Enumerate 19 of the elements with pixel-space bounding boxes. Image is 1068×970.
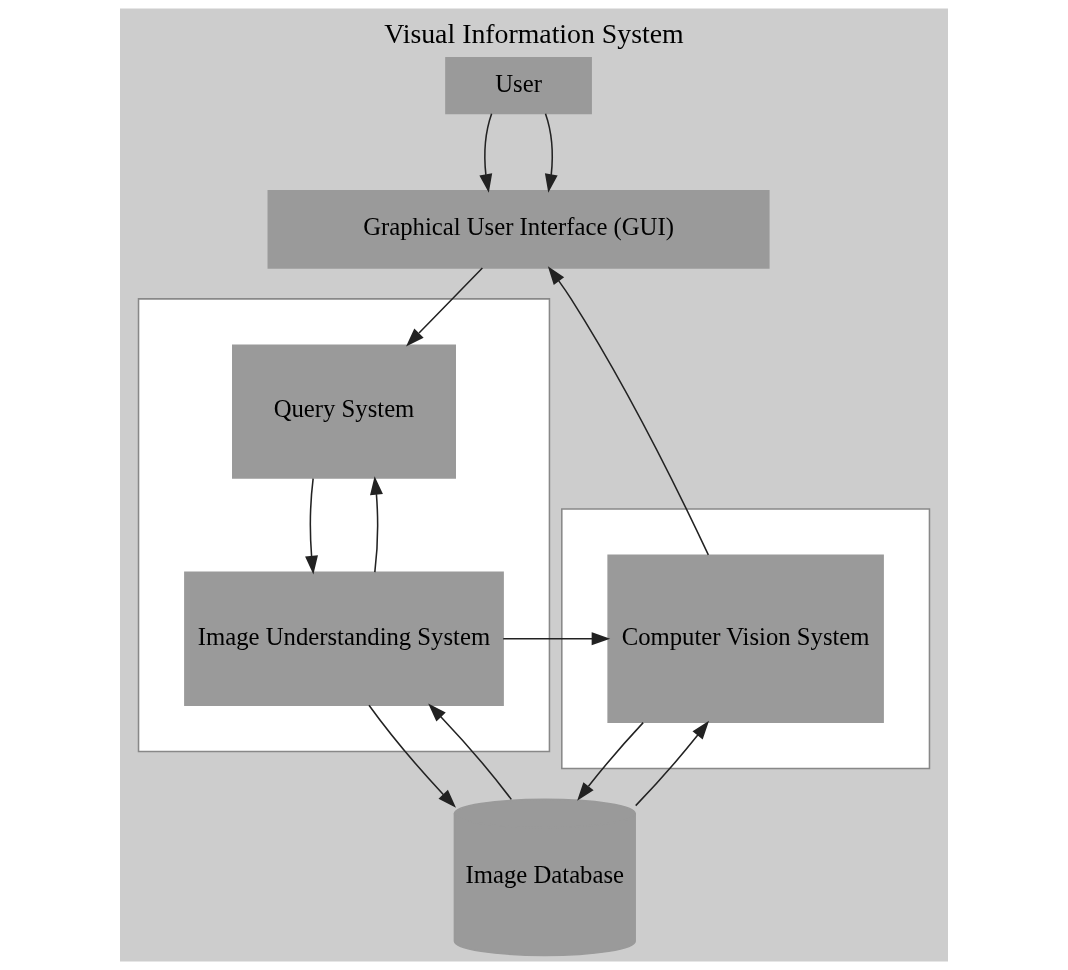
arrow — [428, 703, 513, 801]
node-box: Image Understanding System — [184, 571, 504, 706]
arrow — [547, 266, 710, 556]
arrow — [479, 112, 493, 193]
node-box: User — [445, 57, 592, 115]
arrow — [368, 704, 456, 808]
arrow — [305, 477, 318, 575]
arrow — [406, 267, 484, 347]
node-box: Query System — [232, 344, 456, 479]
arrow — [502, 632, 611, 646]
cluster — [561, 508, 931, 770]
node-box: Graphical User Interface (GUI) — [267, 189, 770, 269]
arrow — [634, 720, 710, 807]
arrow — [544, 112, 558, 193]
node-box: Computer Vision System — [607, 554, 884, 723]
arrow — [370, 476, 383, 573]
arrow — [577, 721, 644, 801]
diagram-title: Visual Information System — [384, 18, 684, 50]
cluster — [137, 298, 551, 753]
